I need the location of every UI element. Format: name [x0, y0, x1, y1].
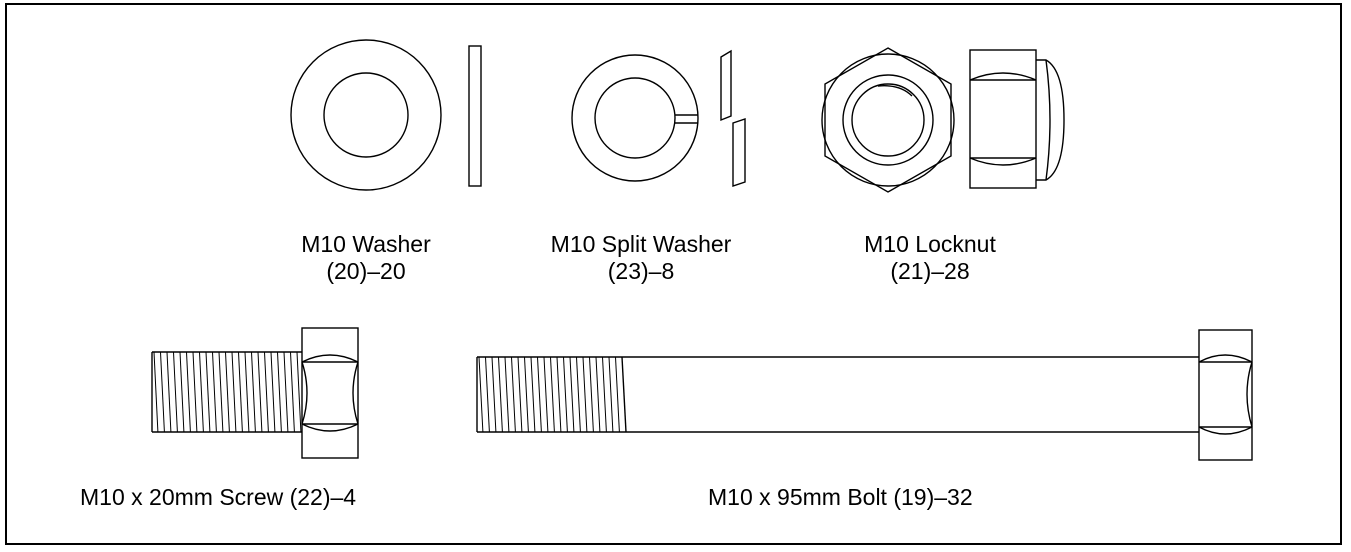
locknut-front-view [821, 47, 955, 193]
thread-line [595, 356, 601, 433]
screw-threads [153, 351, 302, 433]
thread-line [615, 356, 620, 433]
thread-line [556, 356, 562, 433]
thread-line [602, 356, 607, 433]
thread-line [537, 356, 542, 433]
thread-line [277, 351, 282, 433]
thread-line [160, 351, 165, 433]
bolt-threads [478, 356, 620, 433]
thread-line [166, 351, 172, 433]
screw-label: M10 x 20mm Screw (22)–4 [80, 484, 357, 510]
thread-line [231, 351, 237, 433]
thread-line [563, 356, 568, 433]
thread-line [186, 351, 191, 433]
thread-line [251, 351, 256, 433]
split-washer-front-view [571, 54, 699, 182]
washer-label: M10 Washer (20)–20 [301, 231, 431, 284]
thread-line [524, 356, 529, 433]
thread-line [244, 351, 250, 433]
thread-line [485, 356, 490, 433]
thread-line [199, 351, 204, 433]
thread-line [238, 351, 243, 433]
washer-side-view [468, 45, 482, 187]
thread-line [257, 351, 263, 433]
thread-line [192, 351, 198, 433]
locknut-label: M10 Locknut (21)–28 [864, 231, 996, 284]
thread-line [173, 351, 178, 433]
thread-line [582, 356, 588, 433]
thread-line [608, 356, 614, 433]
thread-line [550, 356, 555, 433]
thread-line [530, 356, 536, 433]
thread-line [296, 351, 302, 433]
thread-line [478, 356, 484, 433]
screw-illustration [151, 327, 359, 459]
split-washer-label: M10 Split Washer (23)–8 [550, 231, 732, 284]
bolt-label: M10 x 95mm Bolt (19)–32 [708, 484, 973, 510]
thread-line [205, 351, 211, 433]
locknut-side-view [969, 49, 1065, 189]
thread-line [511, 356, 516, 433]
bolt-illustration [476, 329, 1253, 461]
thread-line [543, 356, 549, 433]
thread-line [517, 356, 523, 433]
thread-line [589, 356, 594, 433]
thread-line [491, 356, 497, 433]
thread-line [576, 356, 581, 433]
thread-line [212, 351, 217, 433]
thread-line [218, 351, 224, 433]
thread-line [225, 351, 230, 433]
thread-line [498, 356, 503, 433]
thread-line [179, 351, 185, 433]
thread-line [283, 351, 289, 433]
split-washer-side-view [720, 49, 746, 187]
thread-line [153, 351, 159, 433]
diagram-frame [5, 3, 1342, 545]
thread-line [270, 351, 276, 433]
thread-line [264, 351, 269, 433]
thread-line [504, 356, 510, 433]
thread-line [569, 356, 575, 433]
washer-front-view [290, 39, 442, 191]
thread-line [290, 351, 295, 433]
